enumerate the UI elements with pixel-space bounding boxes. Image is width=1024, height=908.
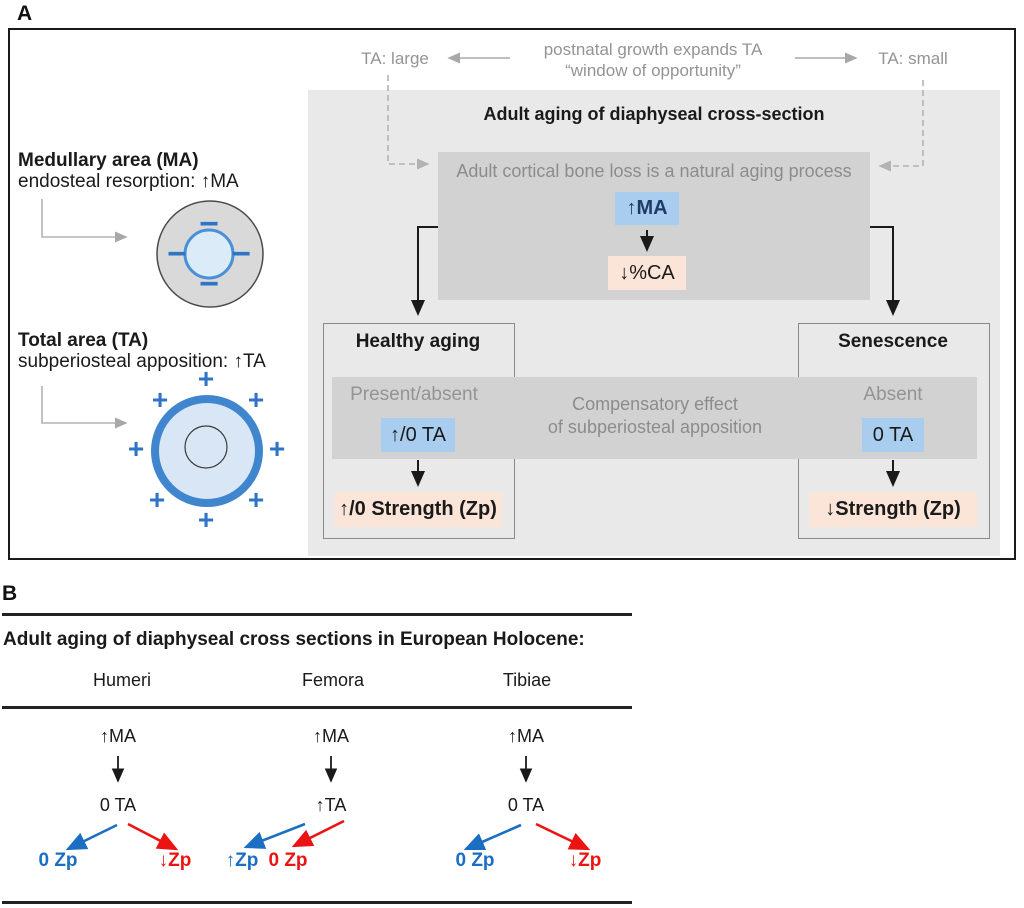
column-header-humeri: Humeri: [92, 670, 152, 690]
column-header-femora: Femora: [301, 670, 365, 690]
ta-small-label: TA: small: [878, 49, 948, 68]
femora-ta: ↑TA: [315, 795, 347, 815]
plus-mark: +: [127, 433, 145, 464]
ta-large-label: TA: large: [361, 49, 429, 68]
minus-mark: −: [199, 265, 219, 303]
plus-mark: +: [148, 484, 166, 515]
femora-zp-left: ↑Zp: [225, 850, 259, 871]
plus-mark: +: [197, 504, 215, 535]
band-text-line1: Compensatory effect: [572, 394, 738, 414]
process-text: Adult cortical bone loss is a natural ag…: [456, 161, 852, 181]
healthy-title: Healthy aging: [355, 331, 481, 352]
humeri-red-arrow: [127, 822, 179, 851]
panel-b-rule-top: [2, 613, 632, 616]
tibiae-zp-left: 0 Zp: [455, 850, 495, 871]
minus-mark: −: [231, 235, 251, 273]
total-area-subtitle: subperiosteal apposition: ↑TA: [18, 351, 266, 372]
plus-mark: +: [268, 433, 286, 464]
healthy-status: Present/absent: [350, 384, 478, 405]
tibiae-blue-arrow: [463, 823, 522, 851]
growth-caption-line2: “window of opportunity”: [565, 61, 741, 80]
femora-ma: ↑MA: [313, 726, 349, 746]
senescence-title: Senescence: [838, 331, 948, 352]
humeri-blue-arrow: [65, 823, 118, 851]
medullary-title: Medullary area (MA): [18, 150, 199, 171]
tibiae-zp-right: ↓Zp: [568, 850, 602, 871]
humeri-zp-right: ↓Zp: [158, 850, 192, 871]
healthy-ta-chip: ↑/0 TA: [381, 418, 455, 452]
growth-caption-line1: postnatal growth expands TA: [543, 40, 763, 59]
panel-a-label: A: [17, 2, 33, 25]
panel-b-rule-bottom: [2, 901, 632, 904]
band-text-line2: of subperiosteal apposition: [547, 417, 763, 437]
plus-mark: +: [151, 384, 169, 415]
panel-b-title: Adult aging of diaphyseal cross sections…: [3, 629, 585, 650]
ma-chip: ↑MA: [615, 192, 679, 225]
plus-mark: +: [247, 484, 265, 515]
panel-b-label: B: [2, 582, 18, 605]
column-header-tibiae: Tibiae: [502, 670, 552, 690]
femora-red-arrow: [291, 819, 345, 848]
total-area-title: Total area (TA): [18, 330, 149, 351]
senescence-strength-chip: ↓Strength (Zp): [809, 492, 977, 527]
tibiae-ma: ↑MA: [508, 726, 544, 746]
femora-blue-arrow: [243, 822, 306, 849]
tibiae-red-arrow: [535, 822, 591, 851]
main-box-title: Adult aging of diaphyseal cross-section: [483, 104, 825, 124]
humeri-zp-left: 0 Zp: [38, 850, 78, 871]
plus-mark: +: [247, 384, 265, 415]
healthy-strength-chip: ↑/0 Strength (Zp): [334, 492, 502, 527]
senescence-status: Absent: [863, 384, 923, 405]
minus-mark: −: [167, 235, 187, 273]
senescence-ta-chip: 0 TA: [862, 418, 924, 452]
ca-chip: ↓%CA: [608, 256, 686, 290]
panel-b-rule-mid: [2, 706, 632, 709]
tibiae-ta: 0 TA: [507, 795, 545, 815]
humeri-ma: ↑MA: [100, 726, 136, 746]
humeri-ta: 0 TA: [99, 795, 137, 815]
femora-zp-right: 0 Zp: [268, 850, 308, 871]
minus-mark: −: [199, 205, 219, 243]
plus-mark: +: [197, 363, 215, 394]
medullary-subtitle: endosteal resorption: ↑MA: [18, 171, 239, 192]
